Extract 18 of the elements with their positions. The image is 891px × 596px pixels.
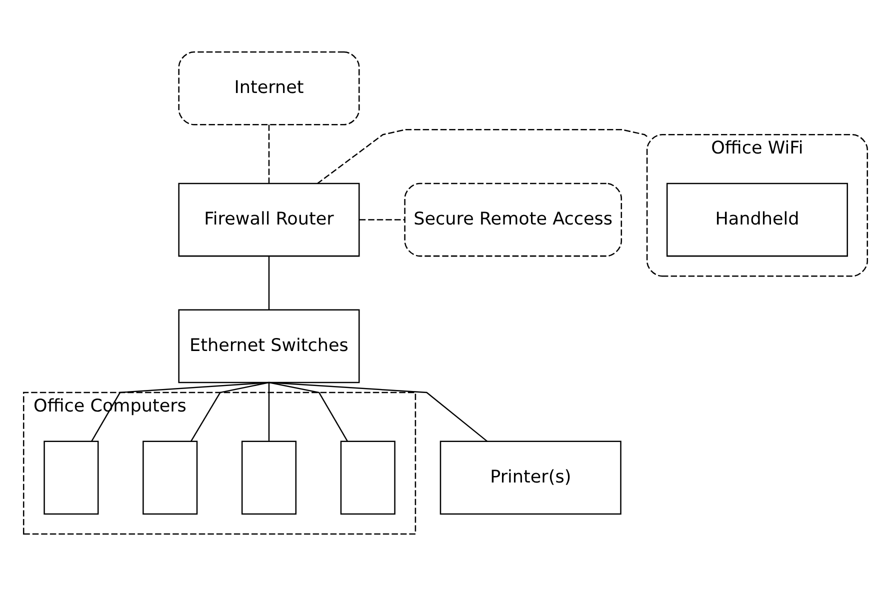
node-box [44, 440, 99, 515]
node-box: Firewall Router [178, 182, 360, 257]
connector [268, 382, 270, 441]
connector [268, 256, 270, 310]
node-box: Ethernet Switches [178, 309, 360, 384]
node-box: Printer(s) [440, 440, 622, 515]
node-box: Internet [178, 51, 360, 126]
connector [359, 219, 405, 220]
node-box: Handheld [666, 182, 848, 257]
connector [268, 382, 348, 442]
node-box [340, 440, 396, 515]
connector [317, 129, 648, 184]
connector [190, 382, 270, 442]
connector [268, 124, 270, 184]
node-box: Secure Remote Access [404, 182, 622, 257]
node-box [241, 440, 297, 515]
connector [268, 382, 488, 442]
node-box [142, 440, 198, 515]
